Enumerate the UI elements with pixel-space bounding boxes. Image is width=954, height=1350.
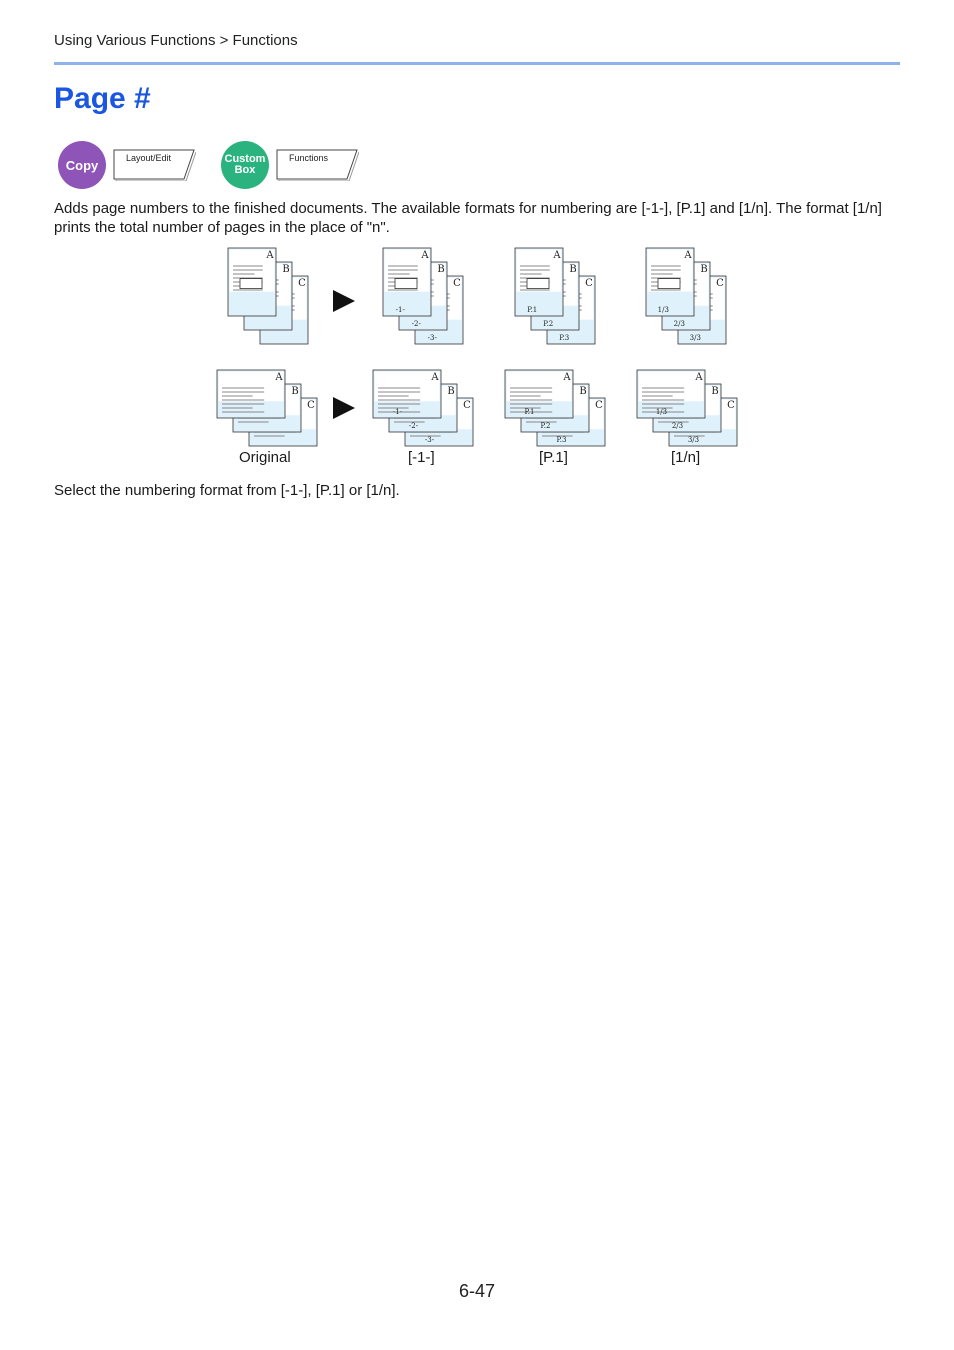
page-number-label: P.3 [559, 334, 569, 342]
page-number-label: -3- [428, 334, 438, 342]
page-letter: C [307, 400, 315, 411]
page-letter: B [282, 264, 289, 275]
page-letter: A [430, 372, 439, 383]
caption-original: Original [239, 449, 291, 466]
page-number-label: -3- [425, 436, 435, 444]
layout-edit-tab-label: Layout/Edit [126, 153, 172, 163]
page-number-label: 3/3 [688, 436, 699, 444]
image-placeholder [394, 278, 418, 289]
custom-box-line2: Box [234, 164, 256, 176]
caption-format-p: [P.1] [539, 449, 568, 466]
page-letter: C [453, 278, 461, 289]
page-number-label: 2/3 [672, 422, 683, 430]
page-number-label: P.3 [556, 436, 566, 444]
page-stacks-illustration: CBAC-3-B-2-A-1-CP.3BP.2AP.1C3/3B2/3A1/3C… [216, 247, 738, 447]
page-number-label: P.2 [540, 422, 550, 430]
page-number-label: -2- [409, 422, 419, 430]
page-sheet-face [374, 371, 440, 402]
page-letter: B [700, 264, 707, 275]
page-letter: B [579, 386, 586, 397]
image-placeholder [526, 278, 550, 289]
copy-badge: Copy [58, 141, 106, 189]
page-letter: B [291, 386, 298, 397]
page-letter: B [711, 386, 718, 397]
play-arrow-icon [333, 397, 355, 419]
page-number-label: 3/3 [690, 334, 701, 342]
page-number-label: -1- [396, 306, 406, 314]
page-number-label: 1/3 [658, 306, 669, 314]
page-letter: C [298, 278, 306, 289]
custom-box-line1: Custom [224, 153, 266, 165]
image-placeholder [239, 278, 263, 289]
page-letter: A [274, 372, 283, 383]
tab-shape-icon [113, 149, 196, 181]
image-placeholder [657, 278, 681, 289]
page-letter: B [437, 264, 444, 275]
page-letter: A [265, 250, 274, 261]
page-letter: B [447, 386, 454, 397]
header-rule [54, 62, 900, 65]
caption-format-fraction: [1/n] [671, 449, 701, 466]
page-number: 6-47 [458, 1281, 496, 1301]
caption-format-dash: [-1-] [408, 449, 435, 466]
play-arrow-icon [333, 290, 355, 312]
page-letter: A [694, 372, 703, 383]
page-sheet-face [638, 371, 704, 402]
page-letter: A [683, 250, 692, 261]
functions-tab: Functions [275, 149, 359, 181]
page-letter: C [716, 278, 724, 289]
page-letter: A [420, 250, 429, 261]
page-letter: C [585, 278, 593, 289]
page-letter: C [727, 400, 735, 411]
page-number-label: 1/3 [656, 408, 667, 416]
page-letter: A [552, 250, 561, 261]
description: Adds page numbers to the finished docume… [54, 200, 882, 236]
page-letter: C [463, 400, 471, 411]
page-sheet-face [218, 371, 284, 402]
page-number-label: 2/3 [674, 320, 685, 328]
page-number-label: -2- [412, 320, 422, 328]
functions-tab-label: Functions [289, 153, 329, 163]
page-letter: C [595, 400, 603, 411]
page-letter: B [569, 264, 576, 275]
page-number-label: -1- [393, 408, 403, 416]
page-letter: A [562, 372, 571, 383]
page-title: Page # [54, 82, 151, 115]
page-sheet-face [506, 371, 572, 402]
layout-edit-tab: Layout/Edit [112, 149, 196, 181]
custom-box-badge: Custom Box [221, 141, 269, 189]
copy-badge-label: Copy [65, 157, 99, 173]
breadcrumb: Using Various Functions > Functions [54, 32, 298, 49]
page-number-label: P.1 [524, 408, 534, 416]
page-number-label: P.2 [543, 320, 553, 328]
page-number-label: P.1 [527, 306, 537, 314]
instruction-note: Select the numbering format from [-1-], … [54, 482, 400, 499]
tab-shape-icon [276, 149, 359, 181]
